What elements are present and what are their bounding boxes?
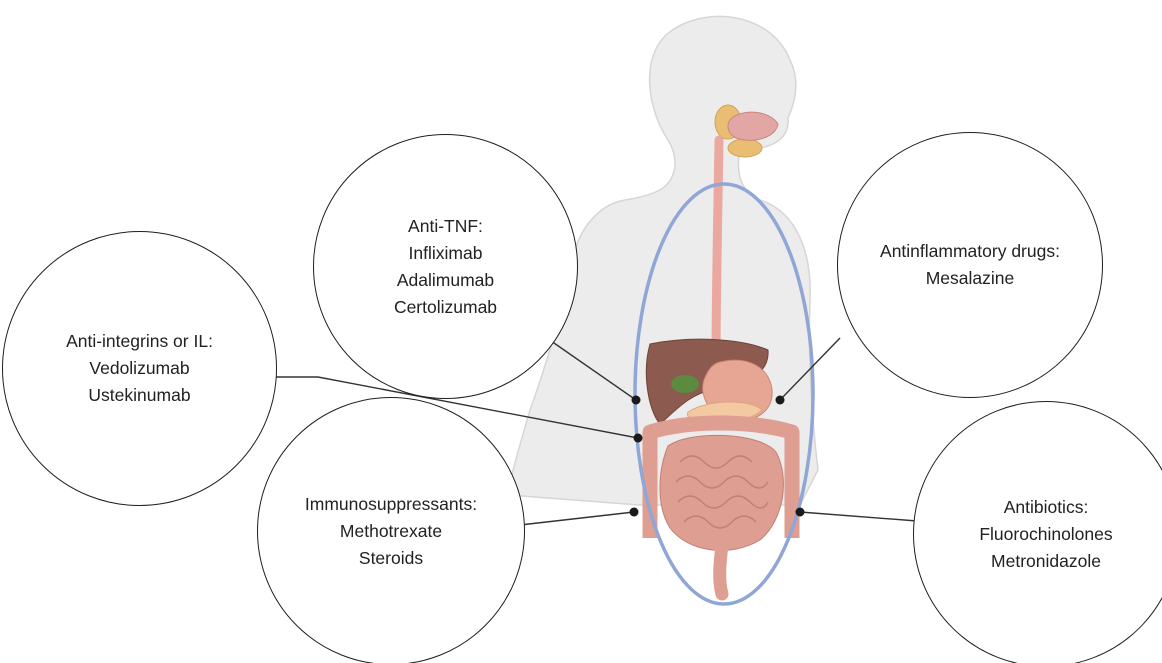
drug-name: Mesalazine: [880, 265, 1060, 292]
esophagus: [716, 140, 719, 365]
bubble-heading: Immunosuppressants:: [305, 491, 477, 518]
connector-immunosuppressants: [520, 512, 634, 525]
bubble-immunosuppressants-text: Immunosuppressants: Methotrexate Steroid…: [305, 491, 477, 572]
salivary-gland: [728, 139, 762, 157]
bubble-anti-integrins: Anti-integrins or IL: Vedolizumab Usteki…: [2, 231, 277, 506]
bubble-anti-integrins-text: Anti-integrins or IL: Vedolizumab Usteki…: [66, 328, 213, 409]
bubble-heading: Anti-TNF:: [394, 213, 497, 240]
bubble-antinflammatory: Antinflammatory drugs: Mesalazine: [837, 132, 1103, 398]
drug-name: Vedolizumab: [66, 355, 213, 382]
bubble-antibiotics-text: Antibiotics: Fluorochinolones Metronidaz…: [979, 494, 1112, 575]
bubble-heading: Antinflammatory drugs:: [880, 238, 1060, 265]
connector-antibiotics: [800, 512, 917, 521]
drug-name: Fluorochinolones: [979, 521, 1112, 548]
drug-name: Certolizumab: [394, 294, 497, 321]
drug-name: Adalimumab: [394, 267, 497, 294]
bubble-antibiotics: Antibiotics: Fluorochinolones Metronidaz…: [913, 401, 1162, 663]
bubble-immunosuppressants: Immunosuppressants: Methotrexate Steroid…: [257, 397, 525, 663]
bubble-heading: Anti-integrins or IL:: [66, 328, 213, 355]
anchor-dot: [632, 396, 641, 405]
drug-name: Metronidazole: [979, 548, 1112, 575]
anchor-dot: [796, 508, 805, 517]
bubble-antinflammatory-text: Antinflammatory drugs: Mesalazine: [880, 238, 1060, 292]
bubble-anti-tnf: Anti-TNF: Infliximab Adalimumab Certoliz…: [313, 134, 578, 399]
drug-name: Infliximab: [394, 240, 497, 267]
anchor-dot: [630, 508, 639, 517]
drug-name: Steroids: [305, 545, 477, 572]
gallbladder: [671, 375, 699, 393]
drug-name: Methotrexate: [305, 518, 477, 545]
anchor-dot: [776, 396, 785, 405]
rectum: [720, 545, 722, 594]
bubble-heading: Antibiotics:: [979, 494, 1112, 521]
anchor-dot: [634, 434, 643, 443]
small-intestine: [660, 435, 783, 550]
bubble-anti-tnf-text: Anti-TNF: Infliximab Adalimumab Certoliz…: [394, 213, 497, 321]
drug-name: Ustekinumab: [66, 382, 213, 409]
